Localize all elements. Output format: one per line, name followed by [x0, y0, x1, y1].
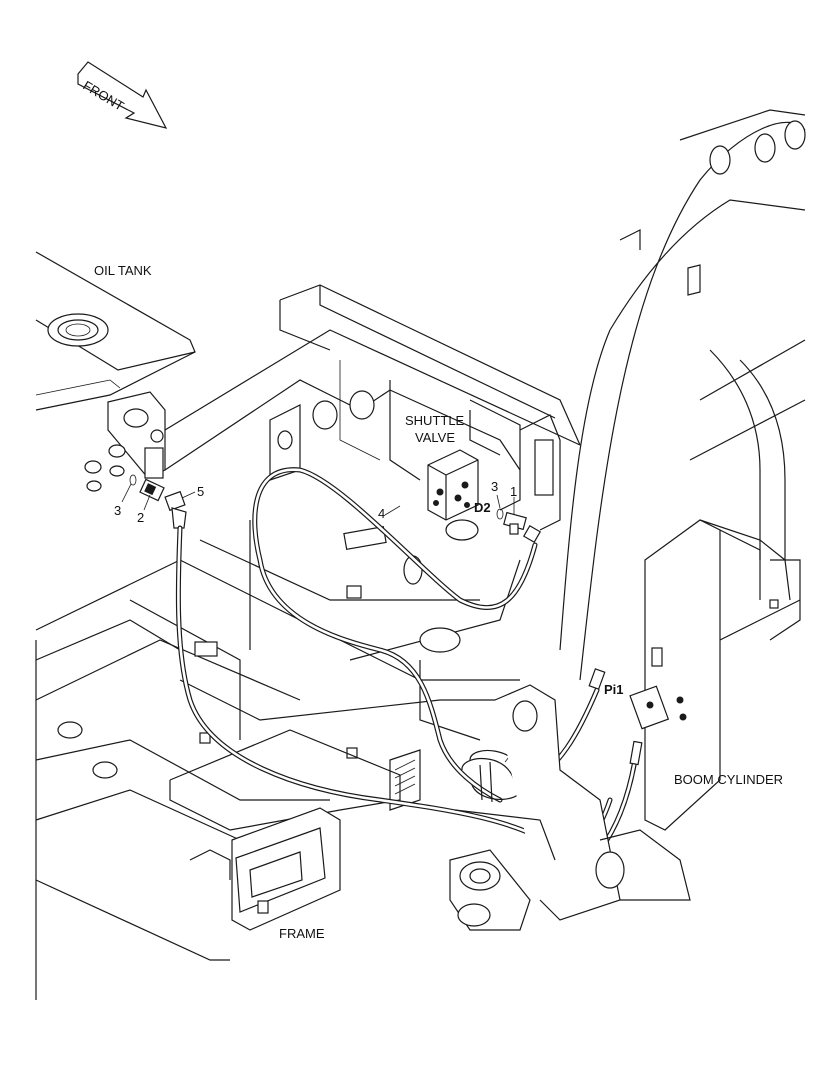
oil-tank-label: OIL TANK — [94, 263, 152, 278]
callout-3-left: 3 — [114, 503, 121, 518]
port-d2-label: D2 — [474, 500, 491, 515]
shuttle-valve — [427, 399, 561, 531]
leader-2 — [143, 494, 151, 511]
leader-3-left — [121, 483, 132, 503]
tee-fitting-1 — [503, 511, 542, 544]
swing-bracket — [449, 684, 691, 931]
elbow-fitting-5 — [164, 490, 187, 529]
leader-5 — [181, 491, 196, 499]
shuttle-valve-label-2: VALVE — [415, 430, 455, 445]
pi1-fitting — [588, 668, 606, 690]
frame-label: FRAME — [279, 926, 325, 941]
oil-tank — [35, 251, 196, 479]
adapter-2 — [139, 478, 165, 502]
front-arrow: FRONT — [77, 61, 168, 129]
callout-5: 5 — [197, 484, 204, 499]
hose-4 — [252, 467, 538, 803]
callout-3-right: 3 — [491, 479, 498, 494]
o-ring-right — [496, 508, 504, 520]
leader-4 — [384, 505, 401, 516]
port-pi1-label: Pi1 — [604, 682, 624, 697]
o-ring-left — [129, 474, 137, 486]
callout-1: 1 — [510, 484, 517, 499]
loose-fittings — [84, 444, 126, 492]
shuttle-valve-label-1: SHUTTLE — [405, 413, 465, 428]
boom-cylinder-label: BOOM CYLINDER — [674, 772, 783, 787]
frame-box — [169, 729, 421, 931]
callout-2: 2 — [137, 510, 144, 525]
boom — [559, 109, 806, 681]
callout-4: 4 — [378, 506, 385, 521]
hose-fitting — [629, 740, 643, 766]
boom-cylinder — [629, 349, 801, 831]
frame-structure — [35, 284, 581, 1000]
leader-3-right — [496, 494, 501, 509]
